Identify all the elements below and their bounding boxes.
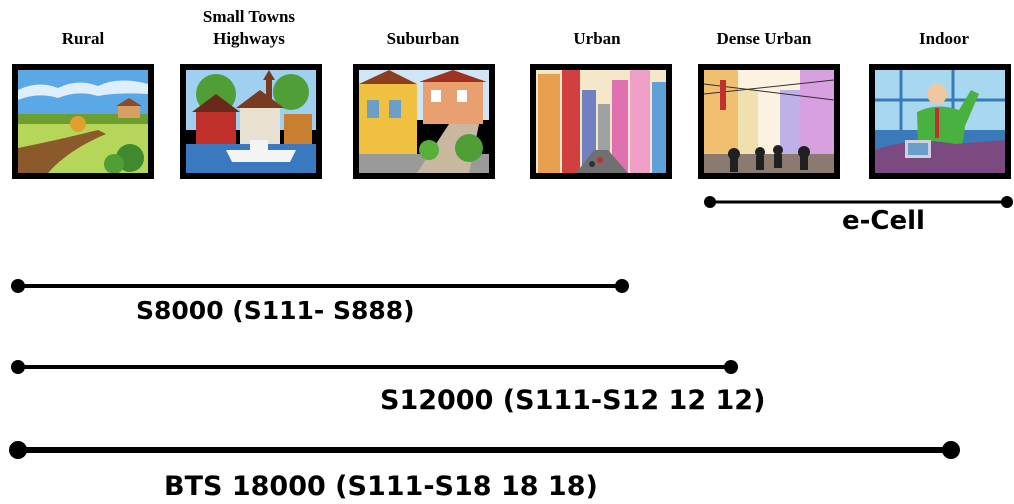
range-label-s8000: S8000 (S111- S888) — [136, 296, 415, 325]
env-label-indoor: Indoor — [864, 6, 1014, 50]
rural-landscape-clipart — [12, 64, 154, 179]
env-label-line2: Highways — [213, 29, 285, 48]
range-start-dot — [11, 360, 25, 374]
dense-urban-street-clipart — [698, 64, 840, 179]
env-label-line2: Indoor — [918, 29, 970, 48]
env-label-rural: Rural — [3, 6, 163, 50]
range-label-s12000: S12000 (S111-S12 12 12) — [380, 385, 766, 416]
range-label-e-cell: e-Cell — [842, 206, 925, 236]
suburban-houses-clipart — [353, 64, 495, 179]
range-end-dot — [615, 279, 629, 293]
env-label-line2: Suburban — [386, 29, 460, 48]
indoor-office-clipart — [869, 64, 1011, 179]
range-start-dot — [9, 441, 27, 459]
range-start-dot — [704, 196, 716, 208]
env-label-small-towns: Small Towns Highways — [169, 6, 329, 50]
range-end-dot — [942, 441, 960, 459]
range-label-bts18000: BTS 18000 (S111-S18 18 18) — [164, 471, 598, 502]
range-end-dot — [1001, 196, 1013, 208]
range-start-dot — [11, 279, 25, 293]
env-label-line1: Small Towns — [202, 7, 296, 26]
urban-skyscrapers-clipart — [530, 64, 672, 179]
env-label-urban: Urban — [517, 6, 677, 50]
env-label-suburban: Suburban — [343, 6, 503, 50]
range-end-dot — [724, 360, 738, 374]
env-label-dense-urban: Dense Urban — [684, 6, 844, 50]
small-town-harbor-clipart — [180, 64, 322, 179]
env-label-line2: Urban — [573, 29, 621, 48]
env-label-line2: Rural — [61, 29, 105, 48]
env-label-line2: Dense Urban — [716, 29, 812, 48]
